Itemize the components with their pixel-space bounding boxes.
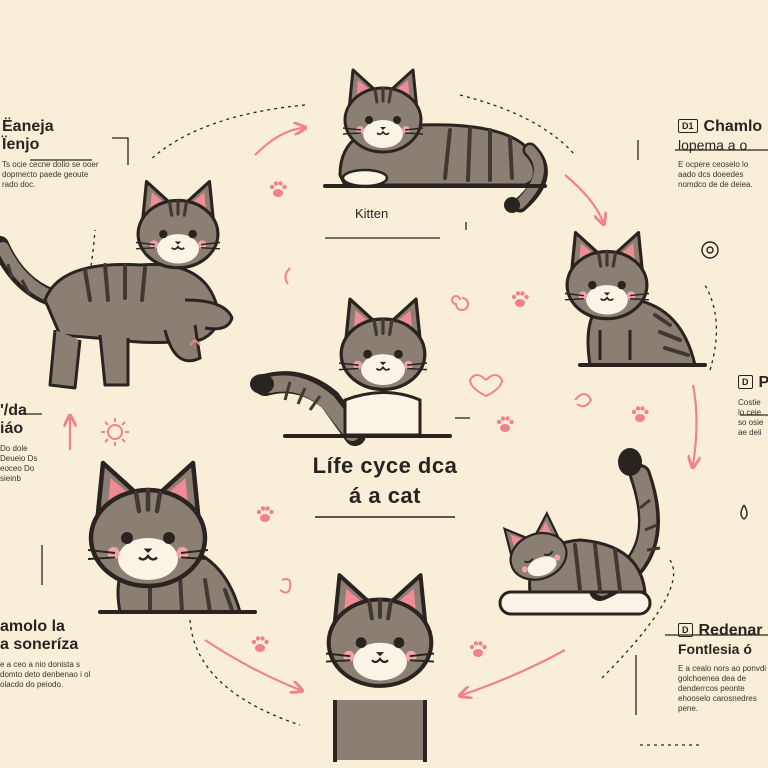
paw-print-icon bbox=[251, 636, 269, 652]
label-bottom-left-body: e a ceo a nio donista s domto deto denbe… bbox=[0, 660, 91, 689]
sitting-cat-right bbox=[563, 231, 707, 367]
label-mid-left-heading-1: '/da bbox=[0, 402, 27, 419]
smiling-cat-bottom-left bbox=[88, 463, 257, 614]
pink-tick-icon bbox=[189, 338, 201, 346]
sun-icon bbox=[101, 418, 129, 446]
label-mid-right: DPep Costie lo ceie so osie ae deii bbox=[738, 374, 768, 438]
label-mid-right-badge: D bbox=[738, 375, 753, 389]
kitten-lying-cat bbox=[323, 68, 548, 213]
label-mid-right-heading: DPep bbox=[738, 374, 768, 392]
center-cat bbox=[250, 297, 452, 446]
diagram-title: Lífe cyce dca á a cat bbox=[280, 453, 490, 509]
label-mid-right-body: Costie lo ceie so osie ae deii bbox=[738, 398, 764, 437]
cycle-arrows bbox=[70, 128, 697, 695]
walking-cat bbox=[0, 180, 234, 390]
paw-print-icon bbox=[269, 181, 287, 197]
label-bottom-right-badge: D bbox=[678, 623, 693, 637]
label-top-right-badge: D1 bbox=[678, 119, 698, 133]
label-bottom-right-heading-2: Fontlesia ó bbox=[678, 641, 752, 657]
label-bottom-right-body: E a cealo nors ao ponvdi golchoenea dea … bbox=[678, 664, 767, 713]
paw-print-icon bbox=[496, 416, 514, 432]
label-mid-left: '/da iáo Do dole Deueio Ds eoceo Do siei… bbox=[0, 402, 42, 484]
label-bottom-left: amolo la a soneríza e a ceo a nio donist… bbox=[0, 618, 100, 690]
heart-icon bbox=[468, 374, 504, 398]
drop-icon bbox=[740, 504, 748, 520]
label-brackets bbox=[20, 137, 768, 715]
label-mid-left-heading-2: iáo bbox=[0, 420, 24, 437]
paw-print-icon bbox=[631, 406, 649, 422]
title-line-2: á a cat bbox=[349, 483, 421, 508]
kitten-label: Kitten bbox=[355, 206, 389, 221]
label-bottom-left-heading-1: amolo la bbox=[0, 618, 65, 635]
label-bottom-left-heading-2: a soneríza bbox=[0, 636, 79, 653]
title-line-1: Lífe cyce dca bbox=[312, 453, 458, 478]
front-cat-bottom bbox=[326, 575, 434, 762]
gear-icon bbox=[701, 241, 719, 259]
paw-print-icon bbox=[511, 291, 529, 307]
label-top-right-heading-2: lopema a o bbox=[678, 137, 748, 153]
paw-print-icon bbox=[256, 506, 274, 522]
label-top-left-heading-1: Ëaneja bbox=[2, 118, 54, 135]
label-top-left: Ëaneja Ïenjo Ts ocie cecne dolio se ooer… bbox=[2, 118, 100, 190]
label-mid-left-body: Do dole Deueio Ds eoceo Do sieinb bbox=[0, 444, 38, 483]
label-top-right-body: E ocpere ceoselo lo aado dcs doeedes nom… bbox=[678, 160, 753, 189]
label-top-left-body: Ts ocie cecne dolio se ooer dopmecto pae… bbox=[2, 160, 99, 189]
swirl-icon bbox=[279, 267, 593, 594]
paw-print-icon bbox=[469, 641, 487, 657]
sleeping-cat-on-bed bbox=[498, 448, 661, 616]
label-top-left-heading-2: Ïenjo bbox=[2, 136, 40, 153]
